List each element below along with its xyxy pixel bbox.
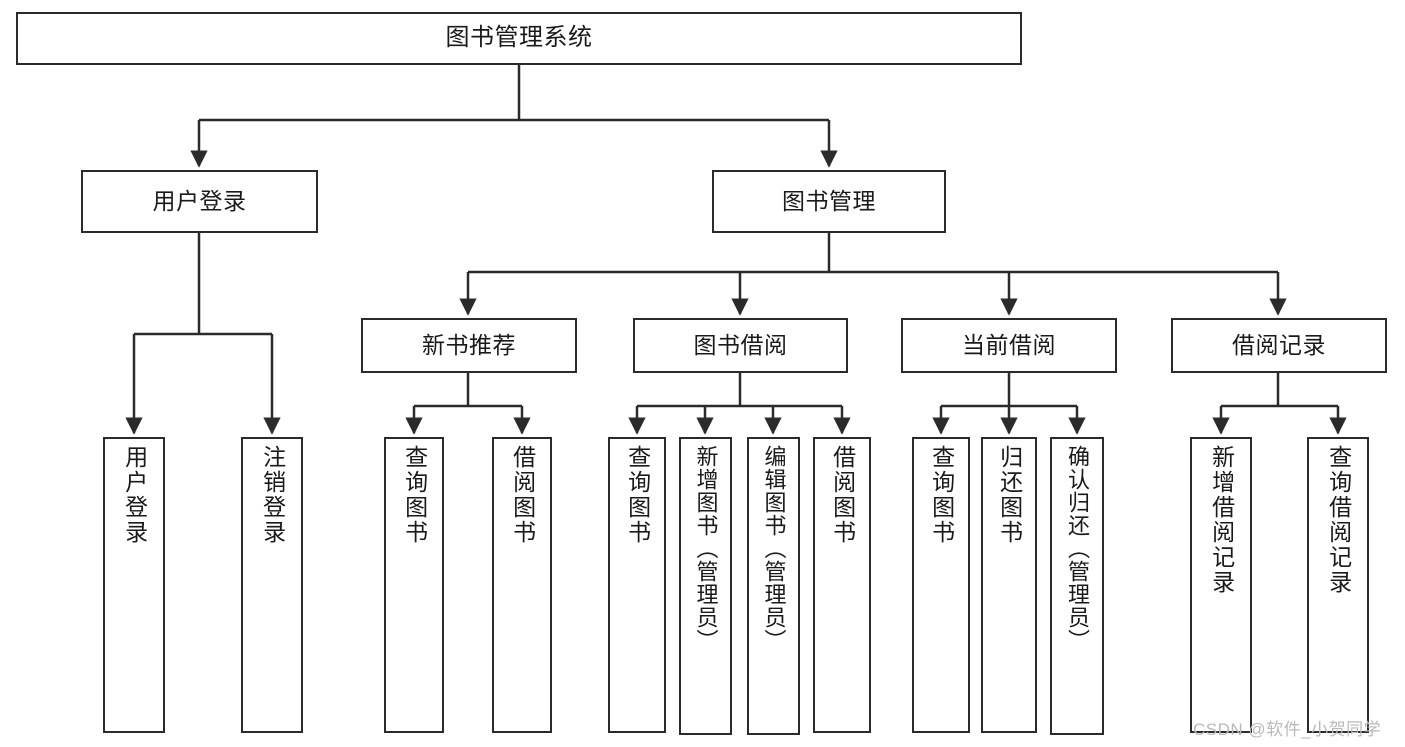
node-label: 新增借阅记录: [1208, 445, 1235, 595]
node-new-book-recommend[interactable]: 新书推荐: [361, 318, 577, 373]
leaf-user-login-signin[interactable]: 用户登录: [103, 437, 165, 733]
csdn-watermark: CSDN @软件_小贺同学: [1193, 715, 1381, 740]
node-user-login[interactable]: 用户登录: [81, 170, 318, 233]
node-book-management[interactable]: 图书管理: [712, 170, 946, 233]
leaf-borrow-record-query[interactable]: 查询借阅记录: [1307, 437, 1369, 733]
leaf-book-borrow-lend[interactable]: 借阅图书: [813, 437, 871, 733]
node-label: 查询图书: [624, 445, 651, 545]
node-label: 用户登录: [121, 445, 148, 545]
node-label: 查询图书: [928, 445, 955, 545]
node-label: 图书管理系统: [445, 24, 593, 52]
node-label: 借阅记录: [1232, 331, 1326, 358]
node-label: 新增图书（管理员）: [693, 445, 719, 652]
node-book-borrow[interactable]: 图书借阅: [633, 318, 848, 373]
watermark-text: CSDN @软件_小贺同学: [1193, 720, 1382, 739]
leaf-new-book-query[interactable]: 查询图书: [384, 437, 444, 733]
node-label: 图书管理: [782, 187, 876, 214]
node-label: 编辑图书（管理员）: [761, 445, 787, 652]
leaf-book-borrow-edit[interactable]: 编辑图书（管理员）: [747, 437, 800, 735]
leaf-book-borrow-add[interactable]: 新增图书（管理员）: [679, 437, 732, 735]
leaf-user-login-signout[interactable]: 注销登录: [241, 437, 303, 733]
node-label: 当前借阅: [962, 331, 1056, 358]
node-label: 图书借阅: [693, 331, 788, 358]
leaf-current-borrow-confirm[interactable]: 确认归还（管理员）: [1050, 437, 1104, 735]
node-label: 注销登录: [259, 445, 286, 545]
node-label: 借阅图书: [509, 445, 536, 545]
leaf-borrow-record-add[interactable]: 新增借阅记录: [1190, 437, 1252, 733]
node-label: 借阅图书: [829, 445, 856, 545]
node-label: 用户登录: [152, 187, 247, 214]
node-current-borrow[interactable]: 当前借阅: [901, 318, 1117, 373]
node-borrow-record[interactable]: 借阅记录: [1171, 318, 1387, 373]
node-label: 新书推荐: [422, 331, 516, 358]
node-label: 归还图书: [996, 445, 1023, 545]
leaf-current-borrow-return[interactable]: 归还图书: [981, 437, 1037, 733]
leaf-book-borrow-query[interactable]: 查询图书: [608, 437, 666, 733]
leaf-current-borrow-query[interactable]: 查询图书: [912, 437, 970, 733]
node-label: 确认归还（管理员）: [1064, 445, 1090, 652]
node-root-system[interactable]: 图书管理系统: [16, 12, 1022, 65]
node-label: 查询图书: [401, 445, 428, 545]
leaf-new-book-borrow[interactable]: 借阅图书: [492, 437, 552, 733]
node-label: 查询借阅记录: [1325, 445, 1352, 595]
